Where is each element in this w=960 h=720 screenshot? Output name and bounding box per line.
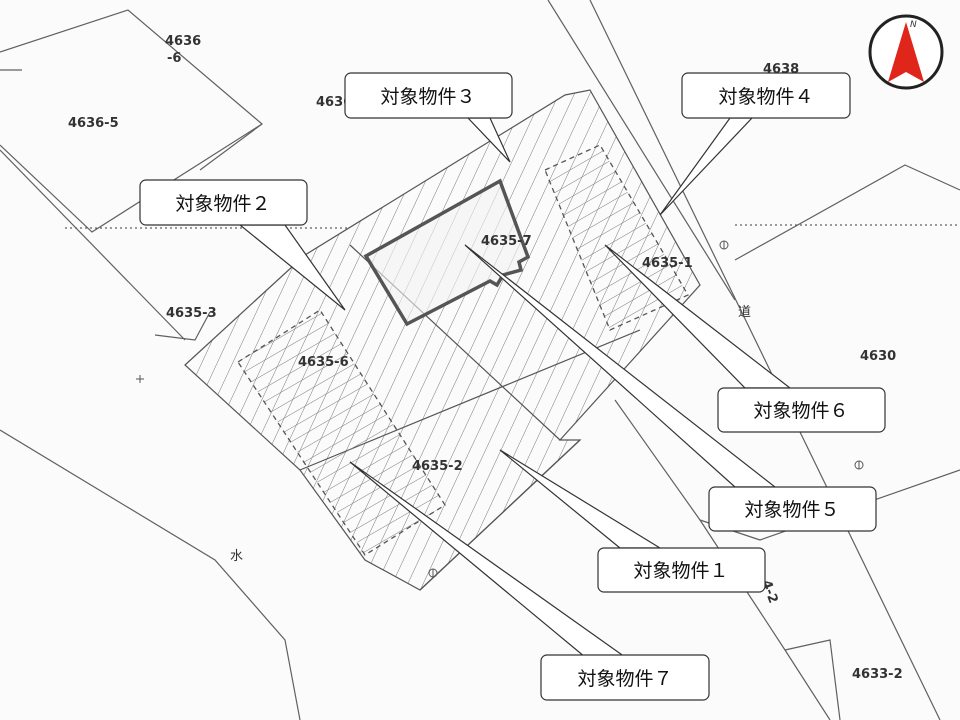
pointer-callout-4: [659, 117, 754, 216]
markers: [136, 240, 864, 578]
callout-label-6: 対象物件６: [753, 400, 848, 422]
callout-label-5: 対象物件５: [744, 499, 839, 521]
callout-label-3: 対象物件３: [380, 86, 475, 108]
callout-box-6: 対象物件６: [717, 387, 886, 433]
boundary-4636-6: [0, 9, 263, 171]
parcel-label-4635-6: 4635-6: [298, 355, 349, 370]
boundary-4633-2: [784, 639, 841, 720]
target-parcel-area: [184, 89, 701, 591]
parcel-label-4635-7: 4635-7: [481, 234, 532, 249]
callout-pointers: [238, 117, 792, 658]
callout-label-1: 対象物件１: [633, 560, 728, 582]
parcel-label-4636-6-a: 4636: [165, 34, 201, 49]
parcel-labels: 4636 -6 4636-5 4636 4638 4635-3 4635-6 4…: [68, 34, 903, 682]
parcel-label-4630: 4630: [860, 349, 896, 364]
north-compass: N: [868, 14, 944, 90]
callout-box-1: 対象物件１: [597, 547, 766, 593]
callouts: 対象物件３ 対象物件４ 対象物件２ 対象物件６ 対象物件５ 対象物件１ 対象物件…: [139, 72, 886, 701]
water-label: 水: [230, 549, 243, 564]
parcel-label-4635-1: 4635-1: [642, 256, 693, 271]
road-label: 道: [738, 305, 751, 320]
callout-box-4: 対象物件４: [681, 72, 851, 119]
pointer-callout-1: [499, 449, 663, 549]
callout-box-2: 対象物件２: [139, 179, 308, 226]
parcel-4635-hatched: [184, 89, 701, 591]
parcel-label-4635-3: 4635-3: [166, 306, 217, 321]
parcel-label-4635-2: 4635-2: [412, 459, 463, 474]
callout-label-2: 対象物件２: [175, 193, 270, 215]
parcel-label-4636-5: 4636-5: [68, 116, 119, 131]
boundary-4630: [734, 164, 960, 261]
callout-box-3: 対象物件３: [344, 72, 513, 119]
callout-box-5: 対象物件５: [708, 486, 877, 532]
boundary-river-lower: [0, 429, 301, 720]
parcel-label-4633-2: 4633-2: [852, 667, 903, 682]
parcel-label-4636-partial: 4636: [316, 95, 352, 110]
callout-label-7: 対象物件７: [577, 668, 672, 690]
callout-label-4: 対象物件４: [718, 86, 813, 108]
parcel-label-4636-6-b: -6: [167, 51, 181, 66]
building-outline: [363, 178, 531, 327]
road-edge-2: [589, 0, 941, 720]
north-arrow-icon: [888, 22, 924, 82]
callout-box-7: 対象物件７: [540, 654, 710, 701]
boundary-4635-3: [154, 311, 211, 341]
boundary-river-upper: [0, 149, 186, 341]
compass-north-label: N: [910, 20, 917, 30]
boundary-4636-5: [0, 123, 263, 233]
road-edge-1: [547, 0, 736, 301]
